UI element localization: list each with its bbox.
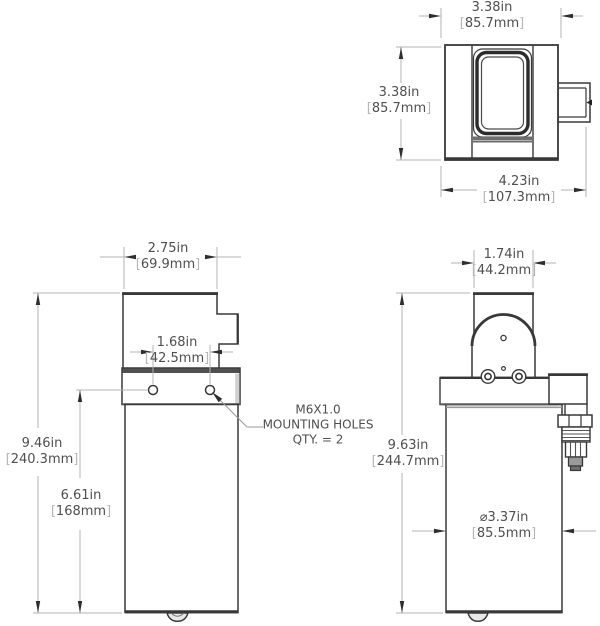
top-body	[444, 44, 559, 161]
dim-metric: [244.7mm]	[371, 454, 445, 469]
dim-metric: [69.9mm]	[135, 257, 201, 272]
face-hole-mid	[501, 366, 507, 372]
label-top-overall-width: 4.23in [107.3mm]	[483, 174, 556, 206]
dim-metric: [44.2mm]	[471, 263, 537, 278]
label-top-body-width: 3.38in [85.7mm]	[460, 0, 524, 32]
dim-inches: 4.23in	[498, 174, 540, 189]
dim-inches: 1.74in	[483, 247, 525, 262]
dim-metric: [168mm]	[50, 504, 112, 519]
callout-line2: MOUNTING HOLES	[262, 417, 374, 432]
label-side-hole-height: 6.61in [168mm]	[51, 488, 111, 520]
dim-top-body-width	[419, 8, 583, 38]
dim-front-diameter	[412, 528, 596, 534]
label-side-hole-spacing: 1.68in [42.5mm]	[145, 335, 209, 367]
label-front-diameter: ⌀3.37in [85.5mm]	[472, 510, 536, 542]
dim-front-neck-width	[451, 250, 556, 288]
dim-inches: 9.46in	[21, 436, 63, 451]
label-side-overall-height: 9.46in [240.3mm]	[6, 436, 79, 468]
dim-metric: [107.3mm]	[482, 190, 556, 205]
label-front-neck-width: 1.74in [44.2mm]	[472, 247, 536, 279]
dim-side-hole-height	[76, 389, 147, 613]
label-top-body-depth: 3.38in [85.7mm]	[367, 85, 431, 117]
dim-inches: ⌀3.37in	[479, 510, 529, 525]
side-flange	[121, 367, 241, 406]
dim-side-overall-height	[33, 292, 122, 614]
dim-front-overall-height	[396, 292, 470, 614]
dim-top-body-depth	[396, 46, 441, 161]
dim-inches: 9.63in	[387, 438, 429, 453]
face-screw-right	[511, 369, 527, 385]
mounting-holes-callout: M6X1.0 MOUNTING HOLES QTY. = 2	[263, 403, 374, 448]
mounting-hole-left	[147, 384, 159, 396]
dim-metric: [85.7mm]	[459, 16, 525, 31]
dimension-linework	[33, 8, 596, 614]
dim-metric: [42.5mm]	[144, 351, 210, 366]
dim-inches: 3.38in	[471, 0, 513, 15]
dim-side-head-width	[100, 247, 241, 289]
lens-window	[472, 48, 533, 143]
dim-inches: 2.75in	[147, 241, 189, 256]
dim-inches: 3.38in	[378, 85, 420, 100]
dim-metric: [85.5mm]	[471, 526, 537, 541]
dim-inches: 1.68in	[156, 335, 198, 350]
front-flange	[439, 376, 559, 406]
callout-leader	[212, 392, 263, 428]
side-bottom-boss	[166, 612, 189, 623]
top-view-linework	[444, 44, 592, 161]
label-side-head-width: 2.75in [69.9mm]	[136, 241, 200, 273]
dim-metric: [240.3mm]	[5, 452, 79, 467]
front-view-linework	[439, 292, 593, 623]
callout-line3: QTY. = 2	[292, 432, 344, 447]
dim-top-overall-width	[440, 127, 587, 197]
cable-gland	[548, 373, 593, 472]
front-cylinder	[445, 403, 563, 614]
connector-key-icon	[586, 99, 592, 106]
dim-metric: [85.7mm]	[366, 101, 432, 116]
front-dome	[470, 313, 537, 347]
top-connector	[557, 82, 592, 123]
dim-inches: 6.61in	[60, 488, 102, 503]
face-hole-top	[500, 334, 507, 342]
callout-line1: M6X1.0	[295, 402, 341, 417]
side-view-linework	[121, 292, 241, 623]
face-screw-left	[480, 369, 496, 385]
dim-side-hole-spacing	[130, 345, 233, 384]
label-front-overall-height: 9.63in [244.7mm]	[372, 438, 445, 470]
front-bottom-boss	[467, 612, 489, 623]
side-cylinder	[124, 403, 239, 614]
